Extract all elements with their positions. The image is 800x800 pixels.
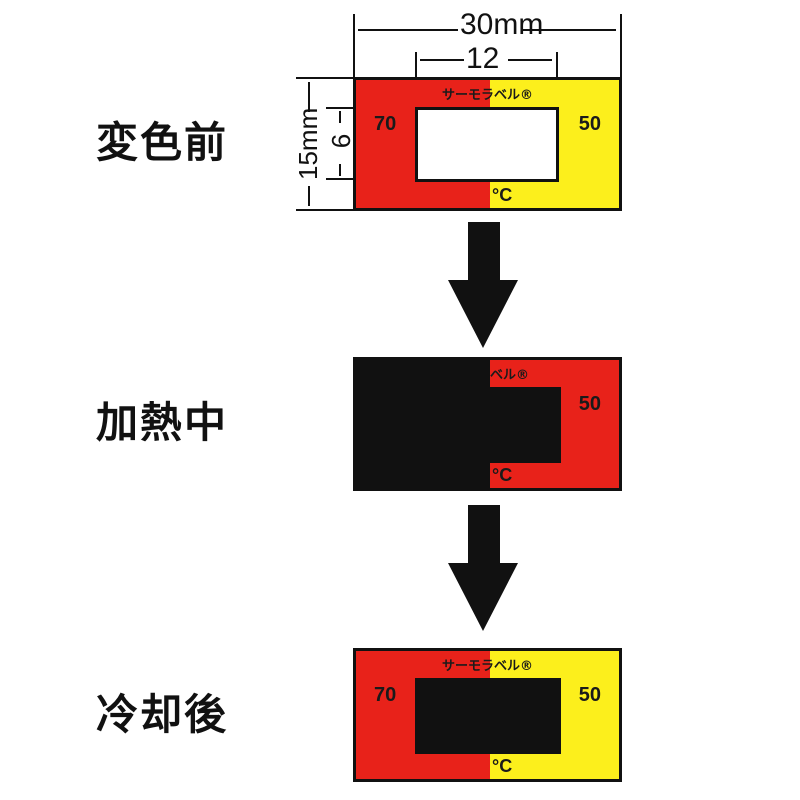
brand-text-partial: ベル® <box>490 368 530 383</box>
unit-celsius: °C <box>492 465 513 485</box>
indicator-window-black <box>415 387 561 463</box>
dim-30-line-right <box>522 29 616 31</box>
dim-15-line-top <box>308 82 310 112</box>
dim-ext-right <box>620 14 622 78</box>
brand-text: サーモラベル® <box>441 659 533 674</box>
window-height-dimension-label: 6 <box>326 133 356 149</box>
indicator-window-black <box>415 678 561 754</box>
thermo-label-after-cooling: サーモラベル® 70 50 °C <box>353 648 622 782</box>
thermo-label-heating: ベル® 50 °C <box>353 357 622 491</box>
window-width-dimension-label: 12 <box>466 42 500 75</box>
temp-low: 50 <box>578 684 601 706</box>
temp-low: 50 <box>578 113 601 135</box>
temp-high: 70 <box>374 113 397 135</box>
dim-6-line-top <box>339 111 341 123</box>
down-arrow-icon <box>448 505 518 631</box>
unit-celsius: °C <box>492 756 513 776</box>
dim-ext-left <box>353 14 355 78</box>
thermo-label-before: サーモラベル® 70 50 °C <box>353 77 622 211</box>
stage-label-heating: 加熱中 <box>96 398 229 447</box>
down-arrow-icon <box>448 222 518 348</box>
dim-15-line-bottom <box>308 186 310 206</box>
dim-6-line-bottom <box>339 164 341 176</box>
width-dimension-label: 30mm <box>460 8 544 41</box>
temp-low: 50 <box>578 393 601 415</box>
temp-high: 70 <box>374 684 397 706</box>
brand-text: サーモラベル® <box>441 88 533 103</box>
unit-celsius: °C <box>492 185 513 205</box>
dim-15-ext-top <box>296 77 356 79</box>
dim-12-line-right <box>508 59 552 61</box>
dim-12-ext-right <box>556 52 558 78</box>
dim-30-line-left <box>358 29 458 31</box>
indicator-window-white <box>415 107 559 182</box>
dim-12-line-left <box>420 59 464 61</box>
stage-label-after-cooling: 冷却後 <box>96 690 229 739</box>
dim-12-ext-left <box>415 52 417 78</box>
dim-15-ext-bottom <box>296 209 356 211</box>
stage-label-before: 変色前 <box>96 118 229 167</box>
